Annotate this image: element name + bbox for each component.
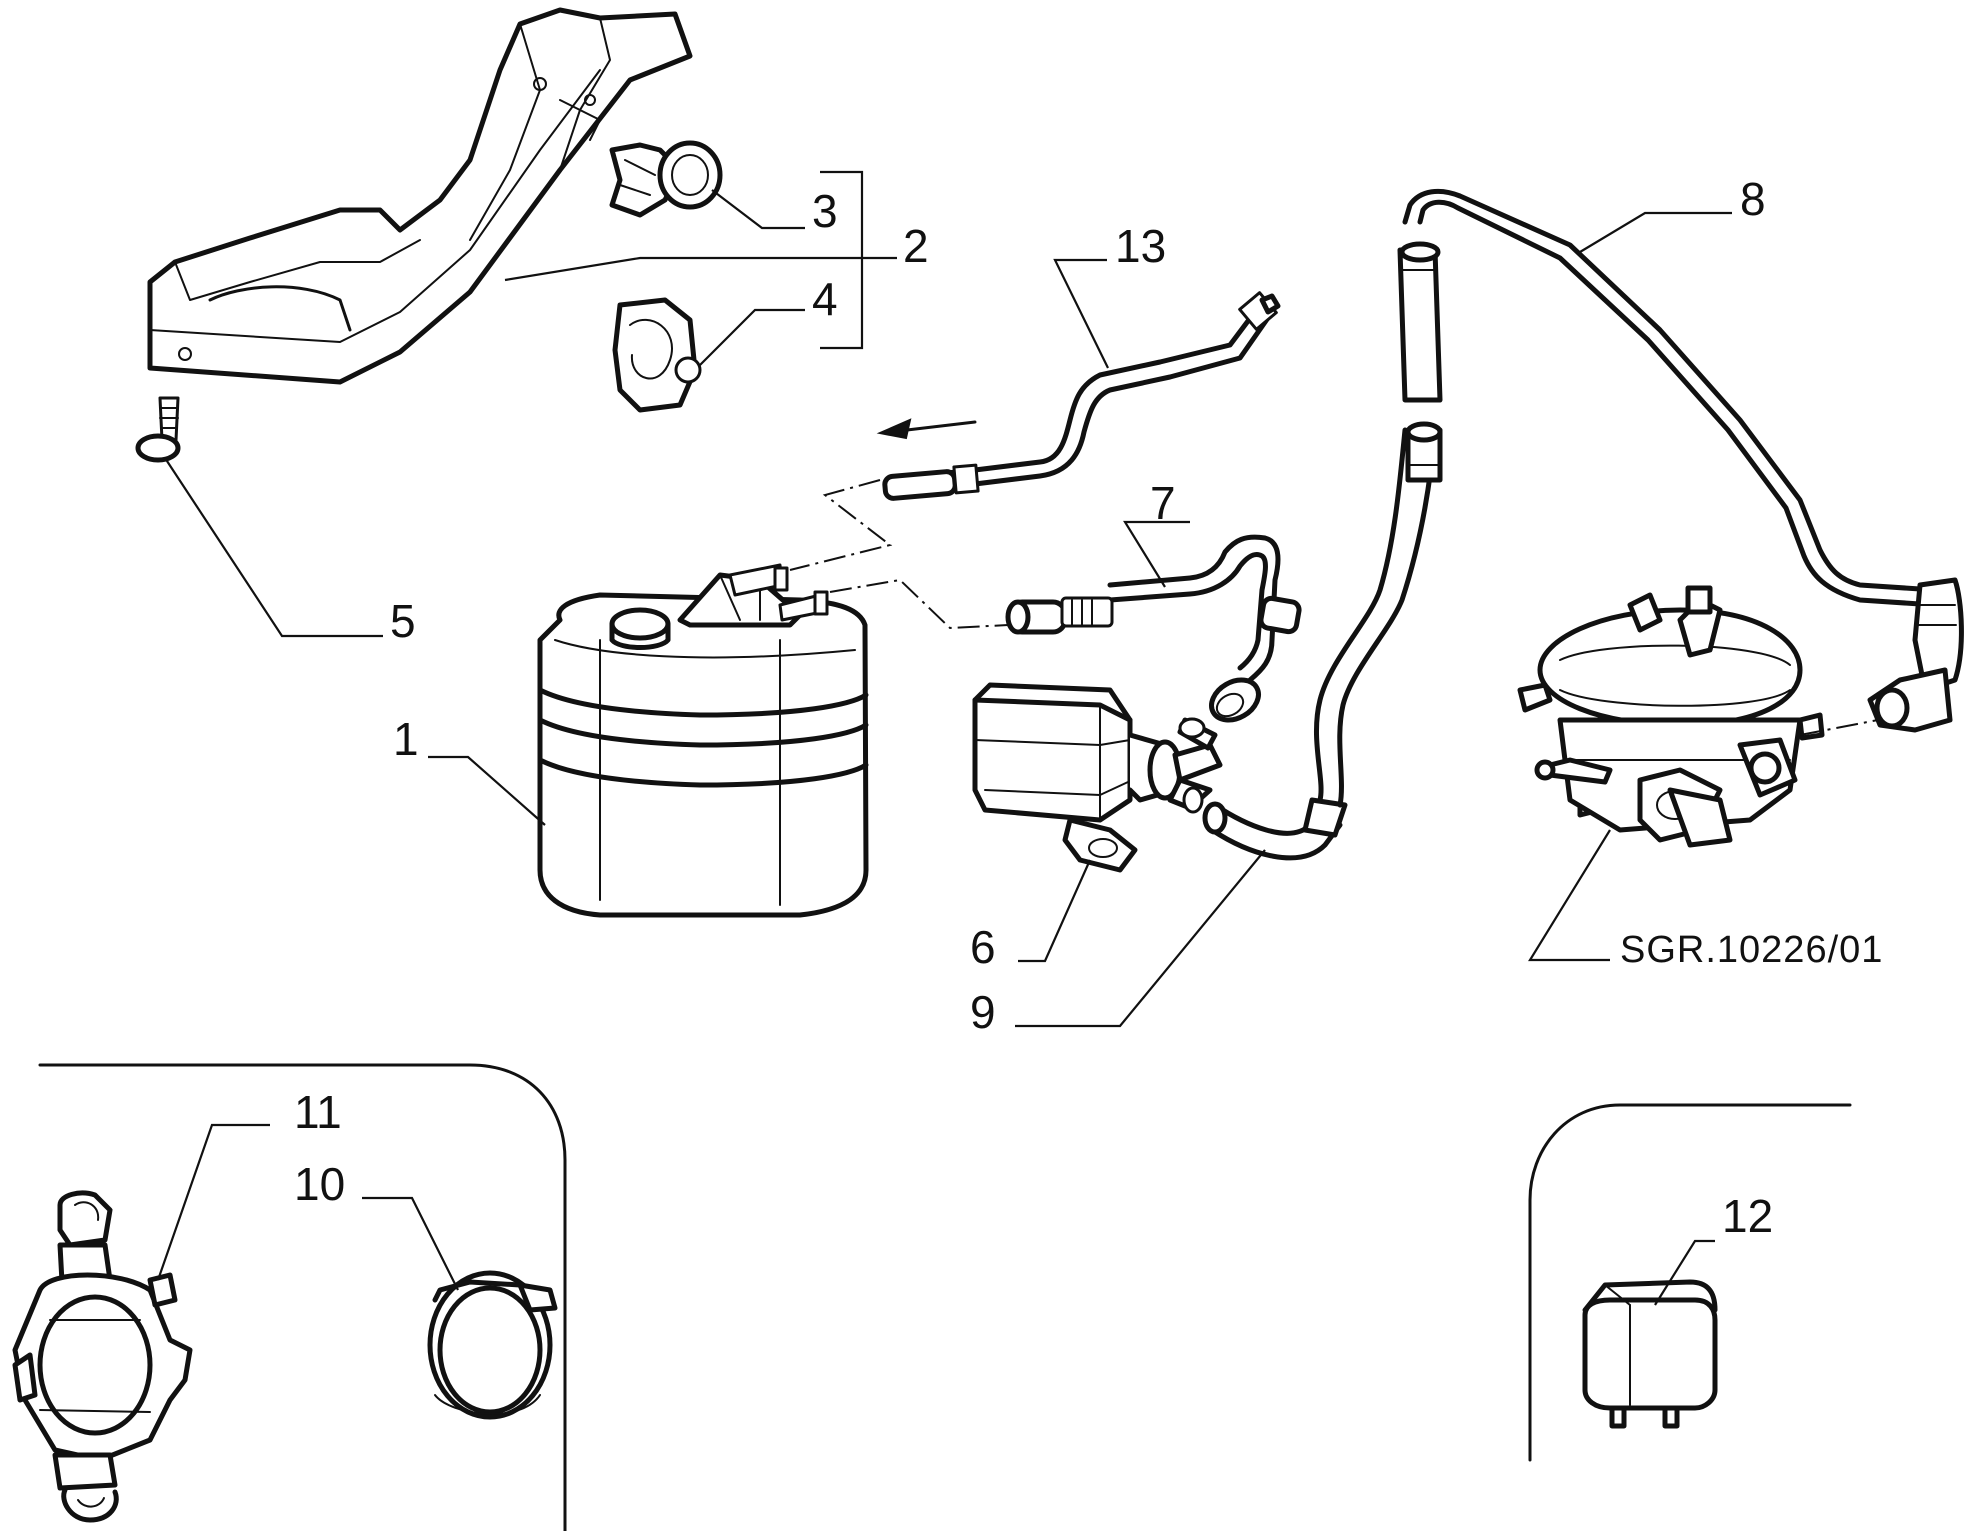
leader-5 [164, 457, 383, 638]
leader-6 [1018, 859, 1092, 963]
connection-lines [789, 479, 1879, 736]
callout-5: 5 [390, 595, 416, 647]
part-7-pipe [1005, 534, 1302, 723]
callout-13: 13 [1115, 220, 1166, 272]
bracket-group-3-4 [820, 170, 864, 350]
part-4-clip [612, 297, 702, 413]
part-2-bracket [147, 7, 693, 385]
leader-12 [1654, 1239, 1715, 1306]
part-1-canister [537, 563, 869, 918]
leader-11 [156, 1123, 270, 1281]
callout-labels: 1 2 3 4 5 6 7 8 9 10 11 12 13 SGR.10226/… [294, 173, 1883, 1242]
part-10-hose-clamp [427, 1270, 558, 1420]
leader-lines [156, 189, 1732, 1306]
leader-7 [1123, 520, 1190, 588]
callout-12: 12 [1722, 1190, 1773, 1242]
callout-1: 1 [393, 713, 419, 765]
part-3-clip [609, 140, 723, 218]
inset-frame-left [38, 1063, 567, 1531]
inset-frame-right [1528, 1103, 1852, 1462]
leader-4 [699, 308, 805, 366]
leader-8 [1579, 211, 1732, 253]
part-5-bolt [135, 396, 181, 463]
callout-8: 8 [1740, 173, 1766, 225]
part-8-pipe [1313, 188, 1964, 808]
callout-2: 2 [903, 220, 929, 272]
part-11-clip [12, 1190, 193, 1523]
leader-9 [1015, 849, 1266, 1028]
throttle-body [1517, 585, 1825, 848]
reference-code: SGR.10226/01 [1620, 929, 1883, 971]
callout-6: 6 [970, 921, 996, 973]
callout-11: 11 [294, 1086, 342, 1138]
callout-10: 10 [294, 1158, 345, 1210]
leader-code [1528, 829, 1611, 962]
part-6-valve [972, 682, 1223, 873]
leader-2 [504, 256, 897, 282]
callout-7: 7 [1150, 477, 1176, 529]
part-12-relay [1582, 1279, 1718, 1429]
flow-arrow-icon [876, 418, 977, 440]
leader-3 [711, 189, 805, 230]
part-13-pipe [882, 291, 1281, 501]
callout-9: 9 [970, 986, 996, 1038]
leader-13 [1053, 258, 1109, 369]
leader-1 [428, 755, 546, 826]
callout-3: 3 [812, 185, 838, 237]
part-9-hose [1202, 797, 1348, 861]
leader-10 [362, 1196, 459, 1291]
callout-4: 4 [812, 273, 838, 325]
